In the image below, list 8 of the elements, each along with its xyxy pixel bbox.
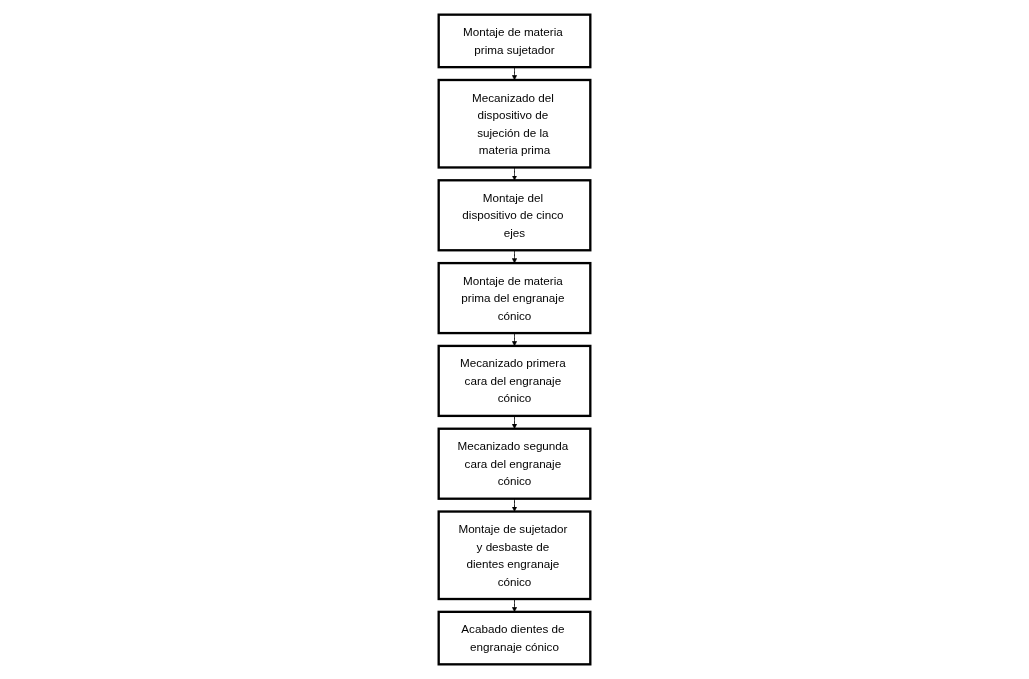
node-box: Montaje de materia prima sujetador [437, 13, 592, 69]
node-box: Montaje de materia prima del engranaje cónico [437, 261, 592, 335]
node-box: Mecanizado segunda cara del engranaje cónico [437, 427, 592, 500]
node-box: Acabado dientes de engranaje cónico [437, 610, 592, 666]
node-box: Mecanizado primera cara del engranaje cónico [437, 344, 592, 418]
node-box: Montaje del dispositivo de cinco ejes [437, 179, 592, 252]
node-box: Montaje de sujetador y desbaste de dientes engranaje cónico [437, 510, 592, 601]
node-box: Mecanizado del dispositivo de sujeción de la materia prima [437, 78, 592, 169]
